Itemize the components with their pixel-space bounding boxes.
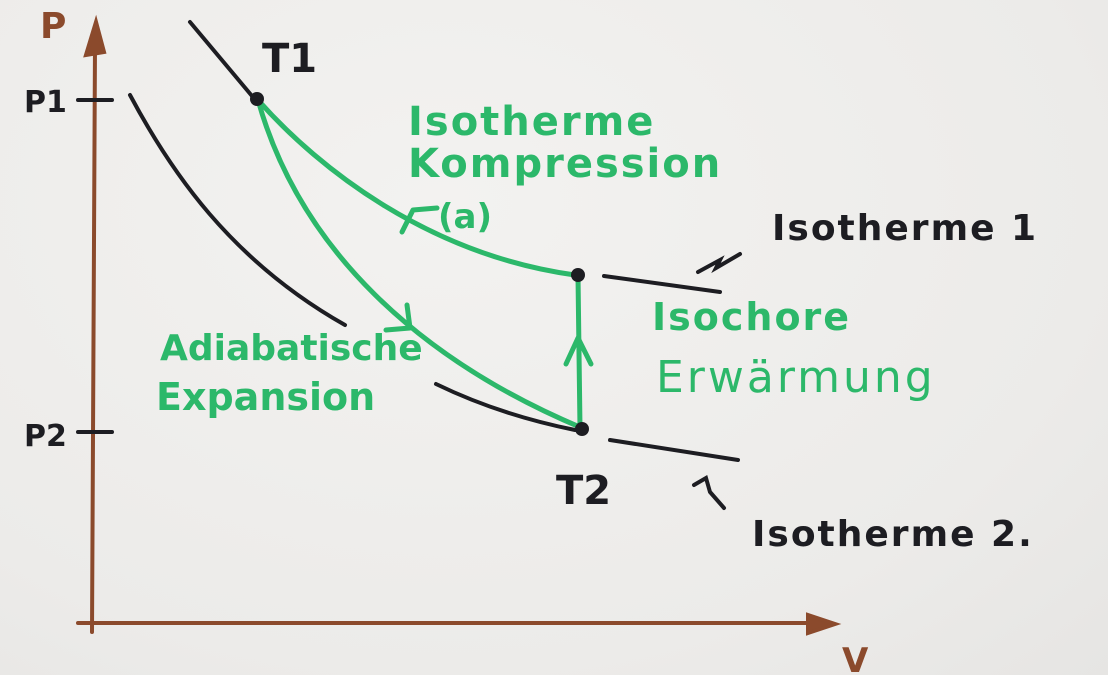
point-top-right xyxy=(571,268,585,282)
isothermal-compression-curve xyxy=(255,97,578,278)
isotherm-1-right-segment xyxy=(602,274,722,294)
step-marker-a: (a) xyxy=(438,197,492,237)
isotherm-2-right-segment xyxy=(608,438,740,462)
adiabatic-label-line1: Adiabatische xyxy=(160,328,423,369)
isotherm-1-break-mark xyxy=(696,252,742,274)
y-axis-label: P xyxy=(40,6,66,47)
isotherm-curves xyxy=(128,20,742,510)
adiabatic-expansion-curve xyxy=(255,97,585,431)
t1-label: T1 xyxy=(262,36,317,82)
y-axis-arrow xyxy=(83,14,107,58)
isotherm-2-break-mark xyxy=(692,474,726,510)
isochoric-heating-line xyxy=(575,273,583,431)
compression-arrow xyxy=(399,205,440,235)
p2-label: P2 xyxy=(24,419,67,454)
isotherm-compression-label-line1: Isotherme xyxy=(408,99,655,145)
isotherm-1-upper-segment xyxy=(188,20,254,98)
isochoric-label-line2: Erwärmung xyxy=(656,352,936,403)
isochoric-arrow xyxy=(563,335,594,367)
point-t2 xyxy=(575,422,589,436)
isochoric-label-line1: Isochore xyxy=(652,295,851,339)
state-points xyxy=(250,92,589,436)
x-axis-arrow xyxy=(806,612,842,636)
adiabatic-label-line2: Expansion xyxy=(156,375,375,419)
isotherm-2-label: Isotherme 2. xyxy=(752,514,1034,555)
t2-label: T2 xyxy=(556,468,611,514)
expansion-arrow xyxy=(383,302,413,333)
isotherm-1-label: Isotherme 1 xyxy=(772,208,1038,249)
isotherm-2-lower-segment xyxy=(434,382,577,432)
point-t1 xyxy=(250,92,264,106)
p1-label: P1 xyxy=(24,85,67,120)
isotherm-2-left-curve xyxy=(128,93,347,327)
green-cycle xyxy=(255,97,594,431)
y-axis xyxy=(90,43,97,634)
x-axis-label: V xyxy=(842,641,869,675)
axes xyxy=(76,14,842,636)
isotherm-compression-label-line2: Kompression xyxy=(408,141,722,187)
